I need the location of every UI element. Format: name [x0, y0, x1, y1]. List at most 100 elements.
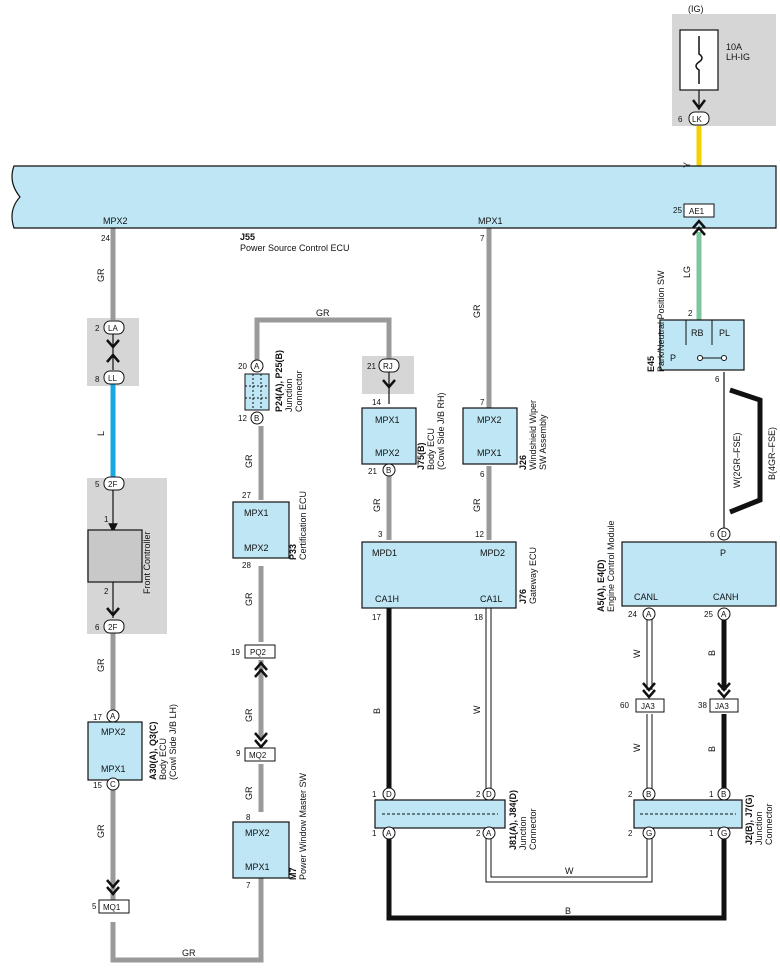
a5-canh-letter-circle	[717, 607, 731, 621]
rj-pin: 21	[367, 362, 376, 371]
e45-contact-right	[721, 355, 727, 361]
j81-bl-pin: 1	[372, 829, 377, 838]
fuse-icon	[695, 36, 703, 84]
a30-top-pin: 17	[93, 713, 102, 722]
j81-bl-letter: A	[386, 829, 392, 838]
wire-label-gr: GR	[244, 454, 254, 468]
pq2-tag	[244, 644, 276, 659]
j2-tr-pin: 1	[709, 790, 714, 799]
wire-label-gr: GR	[182, 948, 196, 958]
wire-label-b: B	[707, 746, 717, 752]
wire-label-gr: GR	[472, 498, 482, 512]
j55-port-left: MPX2	[103, 216, 128, 226]
p33-box	[232, 501, 290, 559]
j76-box	[361, 541, 517, 609]
a30-id: A30(A), Q3(C)	[148, 721, 158, 780]
mq2-label: MQ2	[249, 751, 267, 760]
e45-pos-pl: PL	[719, 328, 730, 338]
wire-label-b: B	[372, 708, 382, 714]
j76-name: Gateway ECU	[528, 547, 538, 604]
fc-top-pin: 1	[104, 515, 109, 524]
fuse-rating: 10A	[726, 42, 742, 52]
ae1-tag	[683, 203, 715, 218]
mq1-pin: 5	[92, 902, 97, 911]
fc-bottom-pin: 2	[104, 587, 109, 596]
p33-name: Certification ECU	[298, 491, 308, 560]
j2-br-circle	[717, 826, 731, 840]
mq1-label: MQ1	[103, 903, 121, 912]
p33-top-pin: 27	[242, 491, 251, 500]
chevron-down-icon	[382, 379, 396, 389]
j2-bl-circle	[642, 826, 656, 840]
j2-bl-pin: 2	[628, 829, 633, 838]
ja3-left-tag	[635, 698, 665, 713]
lk-terminal	[688, 111, 710, 126]
a30-bottom-pin: 15	[93, 781, 102, 790]
wire-b-j81-j2	[386, 834, 727, 921]
j76-port-ca1l: CA1L	[480, 594, 503, 604]
a5-pin-canh: 25	[704, 610, 713, 619]
pq2-pin: 19	[231, 648, 240, 657]
a5-pin-canl: 24	[628, 610, 637, 619]
p24-name2: Connector	[294, 370, 304, 412]
j81-id: J81(A), J84(D)	[508, 790, 518, 850]
p24-top-letter: A	[254, 362, 260, 371]
m7-id: M7	[288, 867, 298, 880]
a30-name1: Body ECU	[158, 738, 168, 780]
ja3-right-label: JA3	[715, 702, 729, 711]
j81-tl-pin: 1	[372, 790, 377, 799]
j76-pin-ca1l: 18	[474, 613, 483, 622]
j2-br-pin: 1	[709, 829, 714, 838]
mq2-pin: 9	[236, 749, 241, 758]
a30-name2: (Cowl Side J/B LH)	[168, 704, 178, 780]
wire-label-w: W	[632, 743, 642, 752]
a5-canl-letter-circle	[642, 607, 656, 621]
j75-bottom-letter: B	[386, 466, 391, 475]
wire-label-gr: GR	[316, 308, 330, 318]
j75-bottom-pin: 21	[368, 467, 377, 476]
ll-pin: 8	[95, 375, 100, 384]
j75-bottom-letter-circle	[382, 463, 396, 477]
wire-label-gr: GR	[96, 268, 106, 282]
j26-top-pin: 7	[480, 398, 485, 407]
p24-bottom-pin: 12	[238, 414, 247, 423]
a5-canl-letter: A	[646, 610, 652, 619]
e45-contact-left	[697, 355, 703, 361]
a30-box	[87, 721, 143, 781]
chevron-down-icon	[254, 739, 268, 749]
la-terminal-label: LA	[108, 324, 118, 333]
e45-pos-p: P	[670, 353, 676, 363]
wire-label-l: L	[96, 431, 106, 436]
j75-name1: Body ECU	[426, 428, 436, 470]
fc-bottom-conn-pin: 6	[95, 623, 100, 632]
wire-label-b-4gr: B(4GR–FSE)	[767, 427, 777, 480]
a5-id: A5(A), E4(D)	[596, 559, 606, 612]
fc-top-terminal	[103, 476, 125, 491]
j81-br-circle	[482, 826, 496, 840]
wire-label-w: W	[472, 705, 482, 714]
chevron-down-icon	[254, 732, 268, 742]
j2-name1: Junction	[754, 811, 764, 845]
wire-label-y: Y	[682, 162, 692, 168]
ja3-right-pin: 38	[698, 701, 707, 710]
j2-name2: Connector	[764, 803, 774, 845]
j26-id: J26	[518, 455, 528, 470]
wire-label-gr: GR	[96, 658, 106, 672]
a30-bottom-letter-circle	[106, 777, 120, 791]
p24-box	[244, 373, 270, 411]
j81-br-pin: 2	[476, 829, 481, 838]
wire-label-lg: LG	[682, 266, 692, 278]
la-terminal	[103, 320, 125, 335]
ll-terminal	[103, 370, 125, 385]
wire-label-gr: GR	[244, 786, 254, 800]
wire-label-gr: GR	[472, 304, 482, 318]
m7-box	[232, 821, 290, 879]
m7-bottom-pin: 7	[246, 881, 251, 890]
p33-id: P33	[288, 544, 298, 560]
j75-port-bottom: MPX2	[375, 448, 400, 458]
j81-tr-letter: D	[486, 790, 492, 799]
ig-label: (IG)	[688, 4, 704, 14]
e45-pos-rb: RB	[691, 328, 704, 338]
ae1-pin: 25	[673, 206, 682, 215]
